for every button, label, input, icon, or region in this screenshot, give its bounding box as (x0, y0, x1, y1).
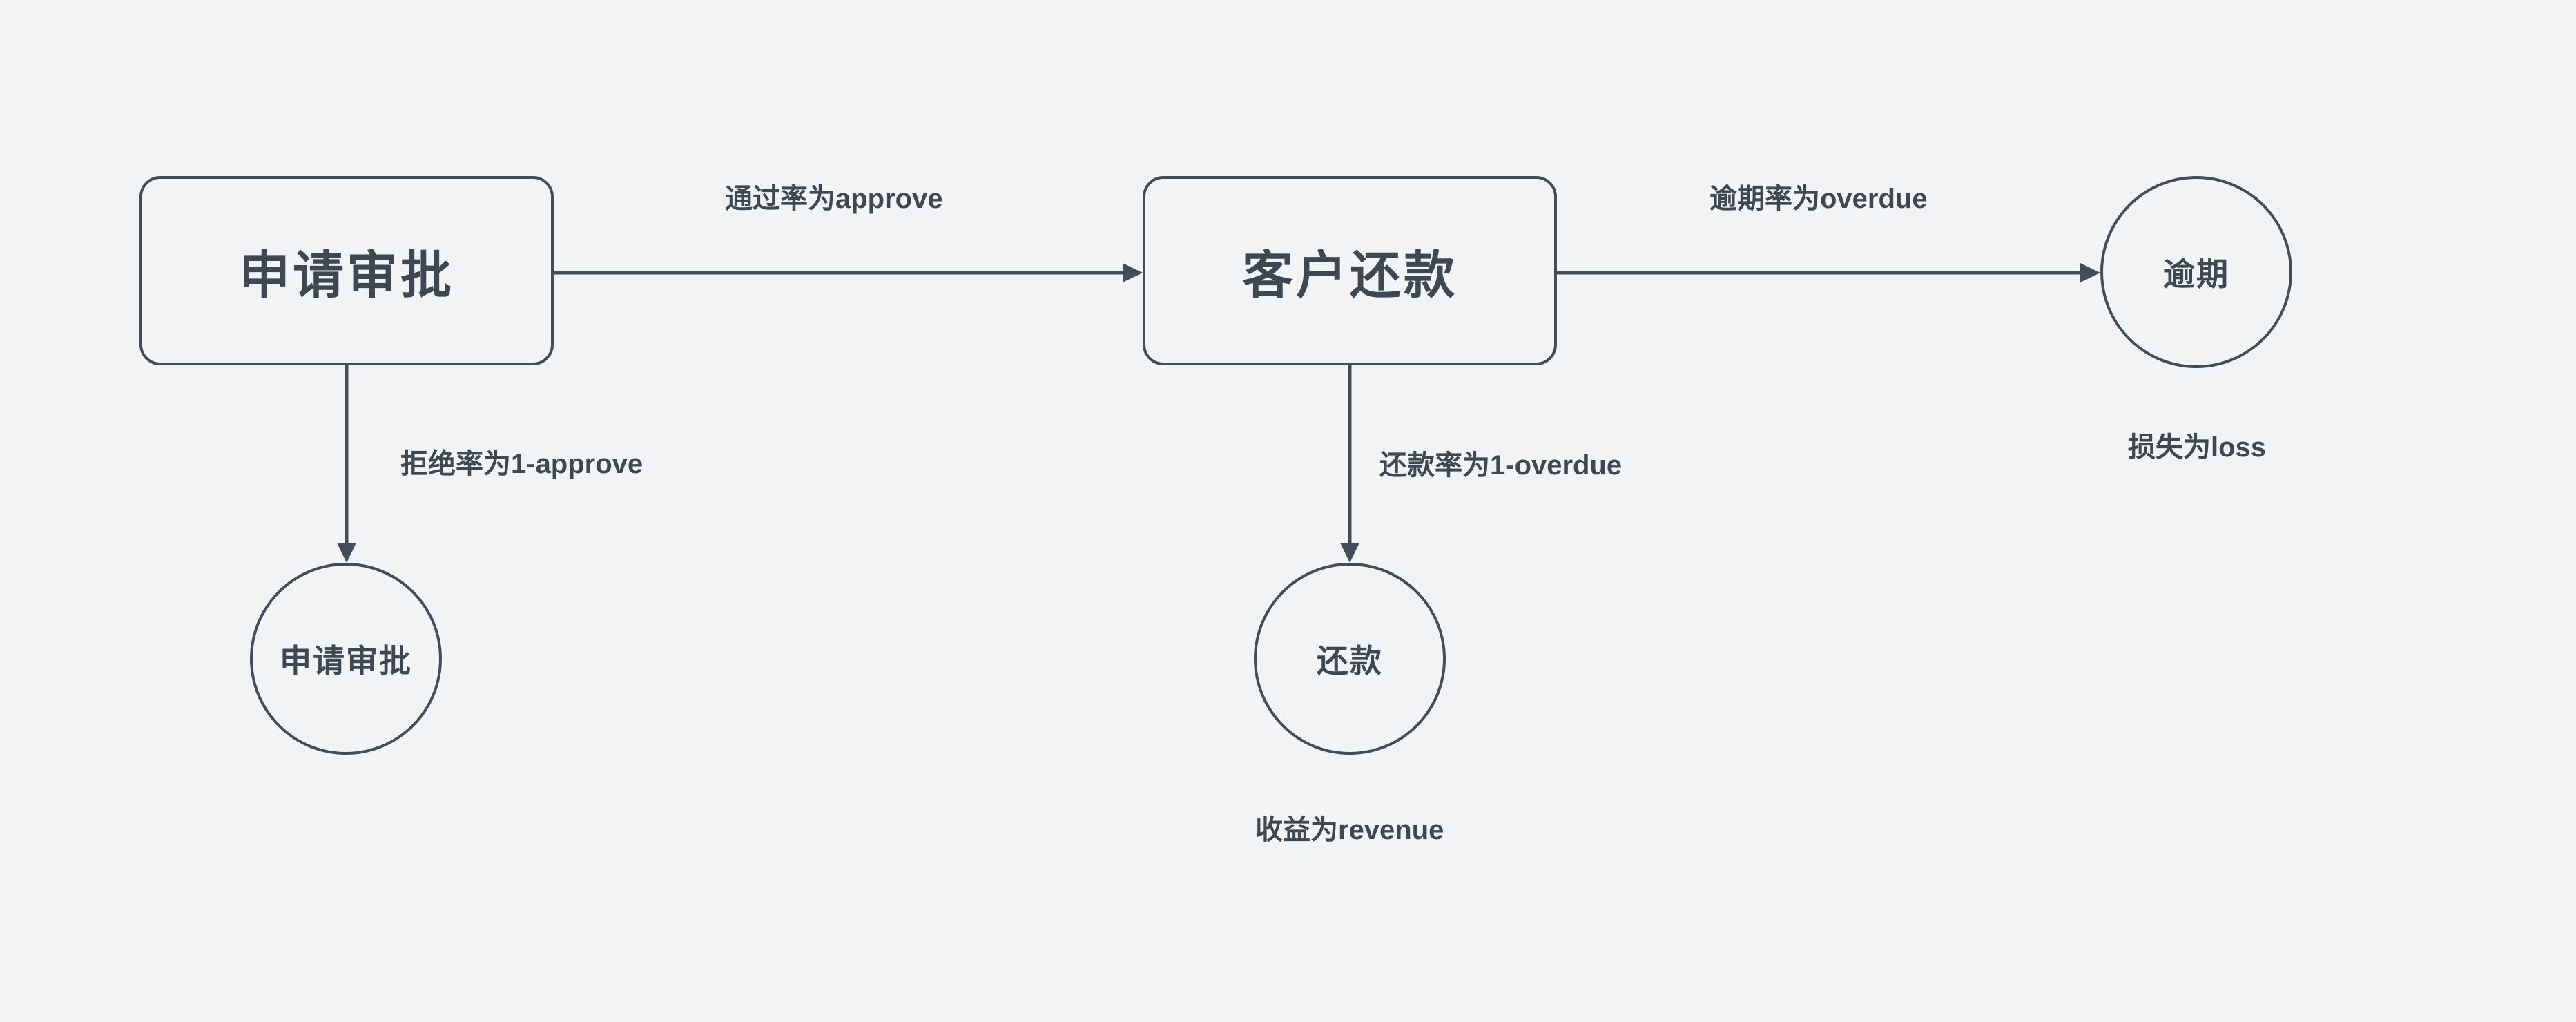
annotation-revenue[interactable]: 收益为revenue (1255, 815, 1444, 845)
edge-reject-arrow (337, 365, 356, 563)
node-application-rejected[interactable]: 申请审批 (250, 563, 442, 755)
edge-approve-arrow (554, 263, 1143, 282)
edge-label-approve-rate[interactable]: 通过率为approve (725, 184, 943, 214)
node-application-rejected-label: 申请审批 (280, 643, 412, 679)
edge-label-repay-rate[interactable]: 还款率为1-overdue (1379, 450, 1623, 481)
edge-repay-arrow (1340, 365, 1359, 563)
edge-label-overdue-rate[interactable]: 逾期率为overdue (1710, 184, 1928, 214)
node-repaid[interactable]: 还款 (1254, 563, 1446, 755)
node-overdue-label: 逾期 (2163, 256, 2229, 292)
annotation-loss[interactable]: 损失为loss (2128, 432, 2267, 463)
edge-label-reject-rate[interactable]: 拒绝率为1-approve (400, 449, 643, 479)
node-overdue[interactable]: 逾期 (2100, 176, 2292, 368)
node-repaid-label: 还款 (1317, 643, 1383, 679)
node-customer-repayment-label: 客户还款 (1242, 246, 1458, 304)
node-customer-repayment[interactable]: 客户还款 (1143, 176, 1557, 365)
node-approval-process-label: 申请审批 (239, 246, 454, 304)
edge-overdue-arrow (1557, 263, 2100, 282)
node-approval-process[interactable]: 申请审批 (139, 176, 554, 365)
